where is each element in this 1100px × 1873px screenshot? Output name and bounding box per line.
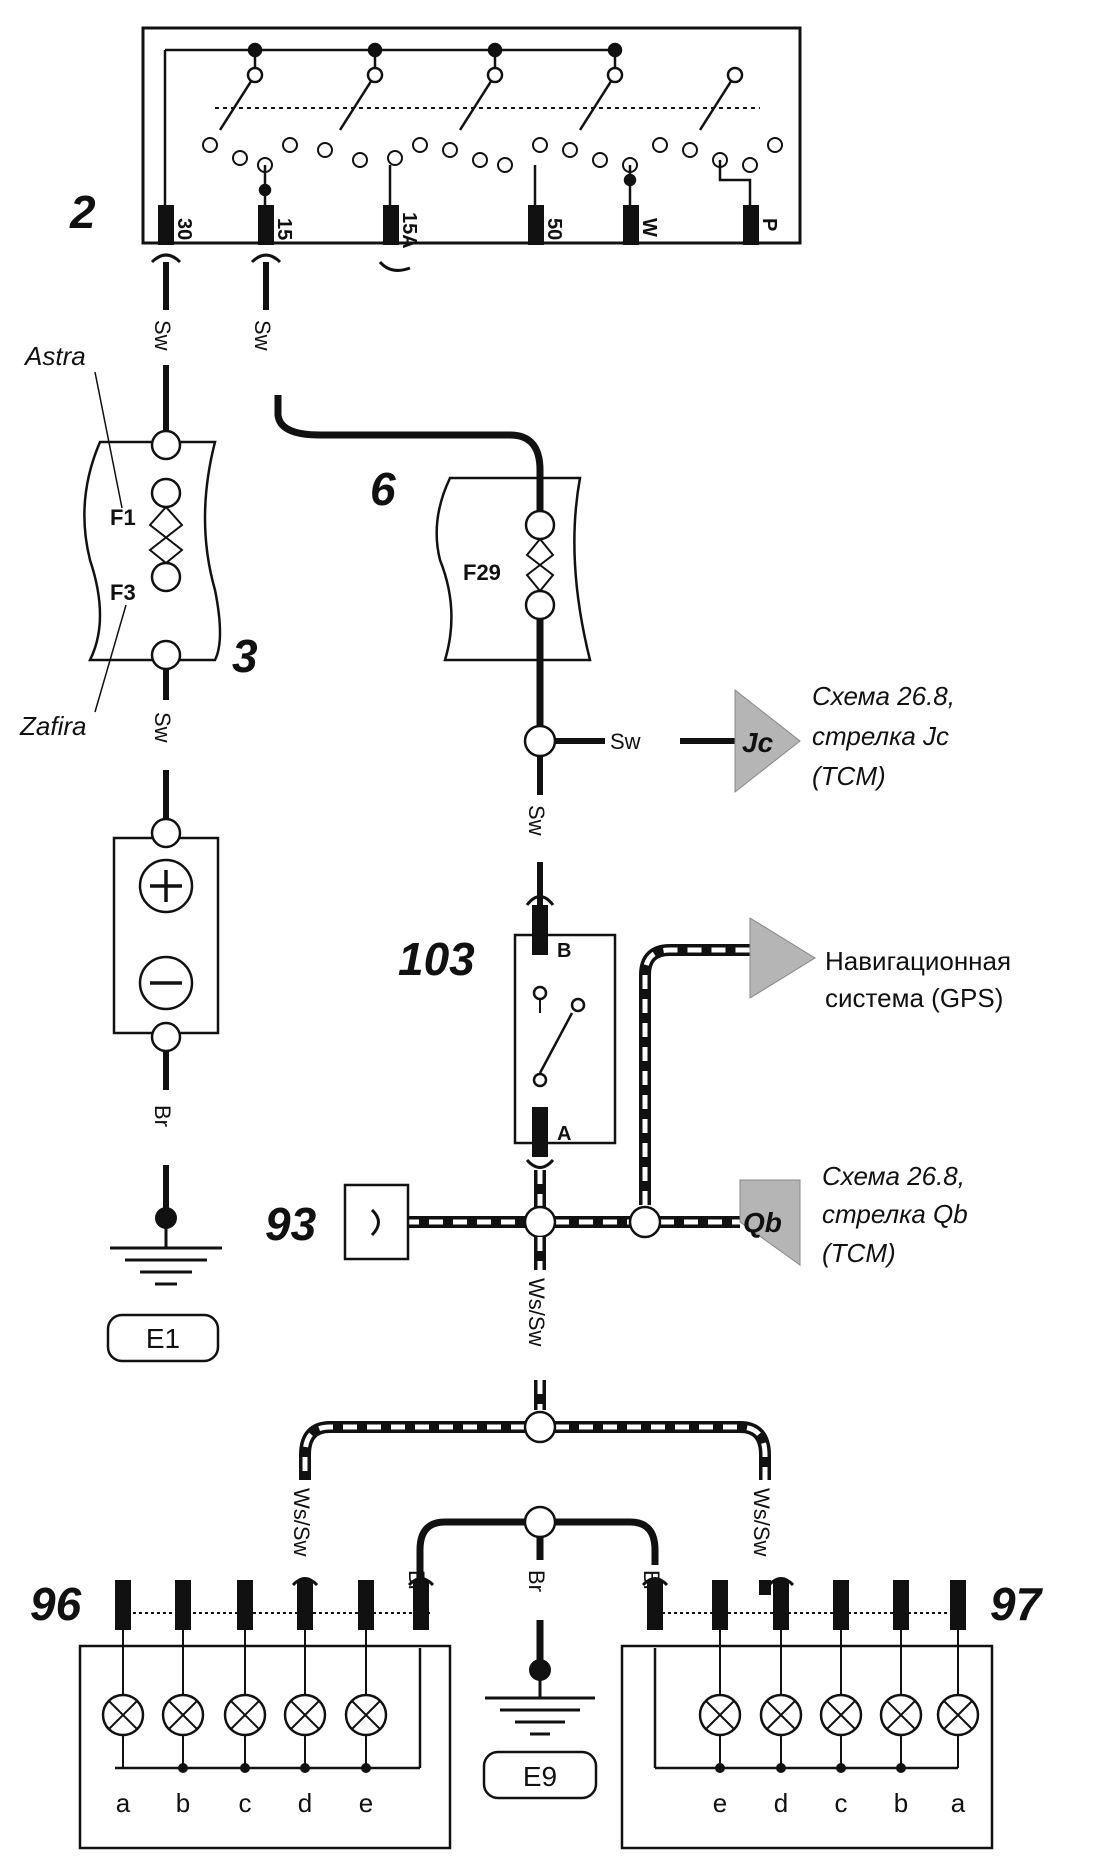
ref-gps-line-1: Навигационная (825, 946, 1011, 976)
pin-a: A (557, 1123, 571, 1145)
lamp-97-b: b (894, 1788, 908, 1818)
wire-label-br-1: Br (150, 1105, 175, 1127)
model-astra: Astra (23, 341, 86, 371)
lamp-97-c: c (835, 1788, 848, 1818)
ref-jc-line-2: стрелка Jc (812, 721, 949, 751)
lamp-97-a: a (951, 1788, 966, 1818)
ground-e9: E9 (523, 1761, 557, 1792)
fuse-f29: F29 (463, 560, 501, 585)
component-number-93: 93 (265, 1198, 317, 1250)
wire-label-sw-jc: Sw (610, 729, 641, 754)
lamp-block-96: 96 a b c d (30, 1565, 452, 1850)
wire-label-sw-4: Sw (524, 805, 549, 836)
ignition-switch: 30 15 15A 50 W P 2 (69, 26, 802, 249)
left-circuit: Sw F1 F3 Astra Zafira 3 Sw (19, 262, 258, 1363)
component-number-97: 97 (990, 1578, 1044, 1630)
arrow-qb: Qb (743, 1207, 782, 1238)
pin-50: 50 (543, 218, 565, 240)
component-number-96: 96 (30, 1578, 82, 1630)
fuse-f3: F3 (110, 580, 136, 605)
switch-103 (513, 933, 617, 1145)
component-number-2: 2 (69, 186, 96, 238)
ref-jc-line-1: Схема 26.8, (812, 681, 955, 711)
component-number-103: 103 (398, 933, 475, 985)
connector-93 (343, 1183, 410, 1261)
pin-p: P (758, 218, 780, 231)
socket-set (150, 253, 411, 272)
ref-jc-line-3: (TCM) (812, 761, 886, 791)
ref-qb-line-1: Схема 26.8, (822, 1161, 965, 1191)
lamp-96-e: e (359, 1788, 373, 1818)
wire-label-ws-sw-1: Ws/Sw (524, 1278, 549, 1347)
lamp-97-d: d (774, 1788, 788, 1818)
lamp-96-c: c (239, 1788, 252, 1818)
arrow-jc: Jc (742, 727, 774, 758)
ref-qb-line-3: (TCM) (822, 1238, 896, 1268)
lamp-96-b: b (176, 1788, 190, 1818)
ref-gps-line-2: система (GPS) (825, 983, 1003, 1013)
pin-15: 15 (273, 218, 295, 240)
ground-symbol-e9 (485, 1680, 595, 1736)
pin-15a: 15A (398, 212, 420, 249)
pin-30: 30 (173, 218, 195, 240)
component-number-3: 3 (232, 630, 258, 682)
pin-w: W (638, 218, 660, 237)
wire-label-sw-1: Sw (150, 320, 175, 351)
ground-symbol-e1 (110, 1228, 222, 1286)
wire-label-ws-sw-3: Ws/Sw (749, 1488, 774, 1557)
ref-qb-line-2: стрелка Qb (822, 1199, 968, 1229)
component-number-6: 6 (370, 463, 396, 515)
wire-label-sw-3: Sw (250, 320, 275, 351)
model-zafira: Zafira (19, 711, 86, 741)
wire-label-sw-2: Sw (150, 712, 175, 743)
lamp-96-a: a (116, 1788, 131, 1818)
wire-label-ws-sw-2: Ws/Sw (289, 1488, 314, 1557)
lamp-block-97: 97 e d c b a (620, 1577, 1044, 1850)
right-circuit: Sw 6 F29 Sw Jc Схема 26.8, стрелка Jc (T… (250, 262, 1011, 1800)
lamp-96-d: d (298, 1788, 312, 1818)
pin-b: B (557, 940, 571, 962)
wire-label-br-3: Br (524, 1570, 549, 1592)
fuse-f1: F1 (110, 505, 136, 530)
fuse-box-6 (435, 476, 592, 662)
ground-e1: E1 (146, 1323, 180, 1354)
lamp-97-e: e (713, 1788, 727, 1818)
